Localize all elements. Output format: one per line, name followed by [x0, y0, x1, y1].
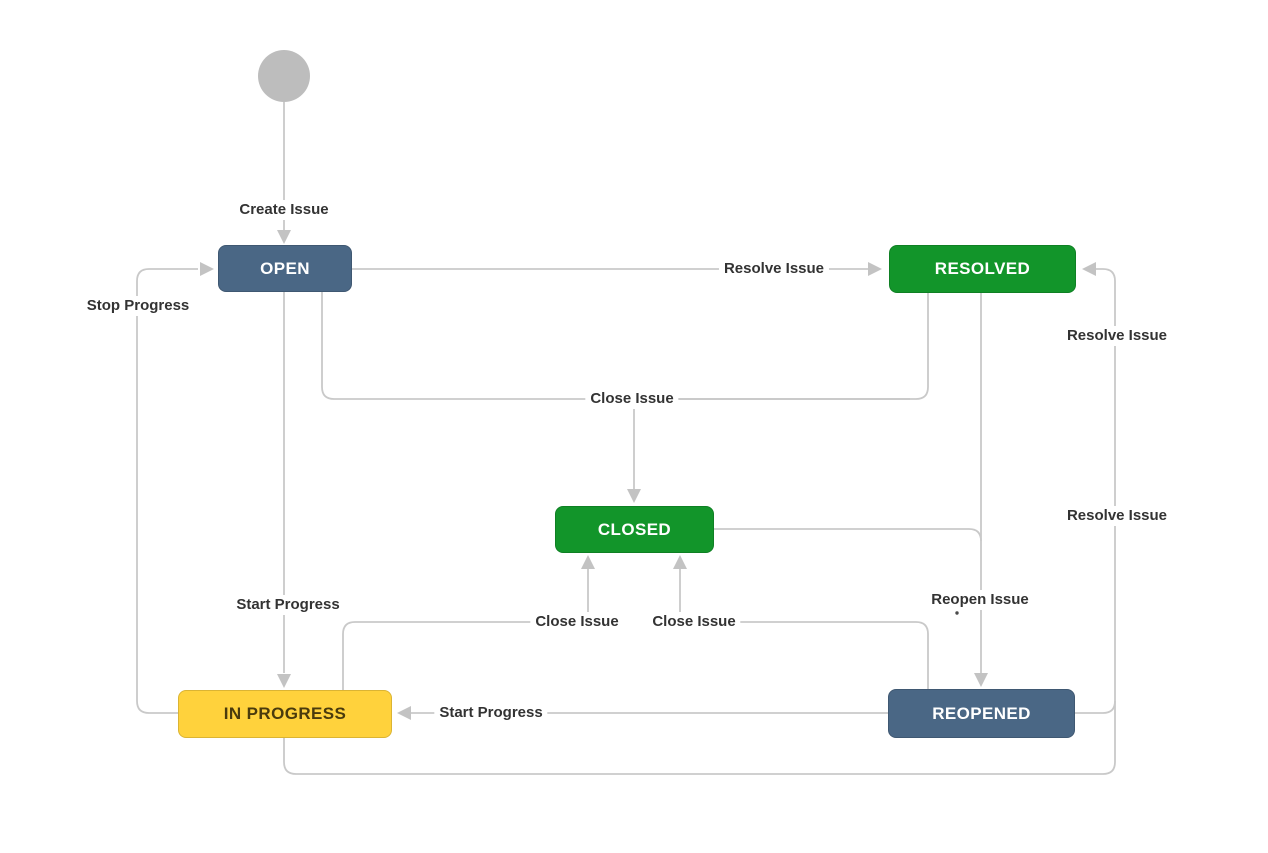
edge-close-issue-from-open	[321, 292, 910, 400]
arrow-into-resolved-right	[1082, 262, 1096, 276]
edge-close-issue-reopened	[680, 621, 929, 689]
transition-label-reopen-issue[interactable]: Reopen Issue	[926, 590, 1034, 610]
arrow-into-closed-top	[627, 489, 641, 503]
node-in-progress[interactable]: IN PROGRESS	[178, 690, 392, 738]
stray-dot	[955, 611, 959, 615]
edge-resolve-issue-inprogress	[283, 738, 1116, 775]
start-node-circle[interactable]	[258, 50, 310, 102]
node-closed[interactable]: CLOSED	[555, 506, 714, 553]
transition-label-close-issue-top[interactable]: Close Issue	[585, 389, 679, 409]
arrow-into-closed-bottom-right	[673, 555, 687, 569]
transition-label-start-progress-reopened[interactable]: Start Progress	[434, 703, 548, 723]
node-open[interactable]: OPEN	[218, 245, 352, 292]
transition-label-resolve-issue-inprogress[interactable]: Resolve Issue	[1061, 506, 1173, 526]
node-resolved[interactable]: RESOLVED	[889, 245, 1076, 293]
transition-label-create-issue[interactable]: Create Issue	[234, 200, 334, 220]
edge-stop-progress	[136, 268, 198, 714]
arrow-into-inprogress-top	[277, 674, 291, 688]
edge-resolve-issue-reopened	[1075, 700, 1116, 714]
transition-label-stop-progress[interactable]: Stop Progress	[81, 296, 195, 316]
arrow-into-open-top	[277, 230, 291, 244]
edge-close-issue-inprogress	[342, 621, 588, 690]
arrow-into-closed-bottom-left	[581, 555, 595, 569]
transition-label-close-issue-reopened[interactable]: Close Issue	[647, 612, 741, 632]
transition-label-resolve-issue-open[interactable]: Resolve Issue	[718, 259, 830, 279]
arrow-into-inprogress-right	[397, 706, 411, 720]
arrow-into-open-left	[200, 262, 214, 276]
edge-reopen-issue-closed	[714, 528, 982, 542]
transition-label-close-issue-inprogress[interactable]: Close Issue	[530, 612, 624, 632]
arrow-into-resolved-left	[868, 262, 882, 276]
edge-close-issue-from-resolved	[634, 293, 929, 400]
arrow-into-reopened-top	[974, 673, 988, 687]
node-reopened[interactable]: REOPENED	[888, 689, 1075, 738]
transition-label-resolve-issue-reopened[interactable]: Resolve Issue	[1061, 326, 1173, 346]
edge-resolve-issue-rail	[1096, 268, 1116, 762]
transition-label-start-progress-open[interactable]: Start Progress	[231, 595, 345, 615]
